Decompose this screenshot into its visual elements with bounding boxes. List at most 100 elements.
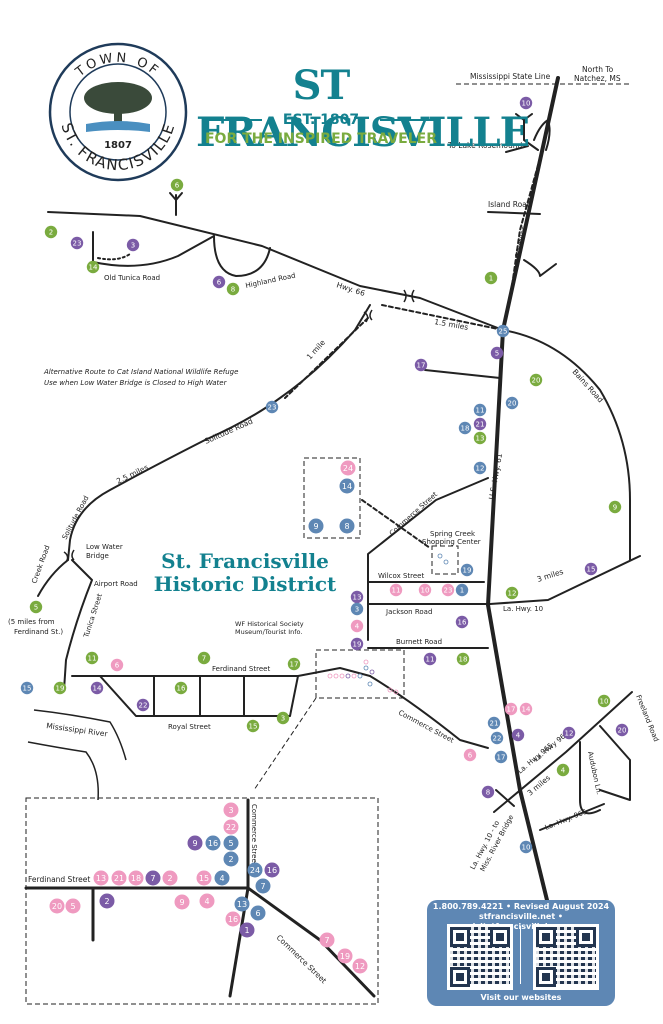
poi-marker-pink-5[interactable]: 5	[65, 898, 81, 914]
poi-marker-green-1[interactable]: 1	[484, 271, 498, 285]
poi-marker-blue-2[interactable]: 2	[223, 851, 239, 867]
poi-marker-green-5[interactable]: 5	[29, 600, 43, 614]
poi-marker-pink-11[interactable]: 11	[389, 583, 403, 597]
poi-marker-number: 4	[355, 623, 360, 631]
qr-code-icon-2[interactable]	[533, 924, 599, 990]
poi-marker-green-12[interactable]: 12	[505, 586, 519, 600]
poi-marker-pink-6[interactable]: 6	[110, 658, 124, 672]
poi-marker-green-7[interactable]: 7	[197, 651, 211, 665]
poi-marker-dot	[584, 562, 598, 576]
poi-marker-green-6[interactable]: 6	[170, 178, 184, 192]
poi-marker-purple-7[interactable]: 7	[145, 870, 161, 886]
tunica-street	[63, 559, 93, 691]
poi-marker-purple-2[interactable]: 2	[99, 893, 115, 909]
poi-marker-purple-12[interactable]: 12	[562, 726, 576, 740]
poi-marker-blue-21[interactable]: 21	[487, 716, 501, 730]
poi-marker-purple-14[interactable]: 14	[90, 681, 104, 695]
poi-marker-blue-19[interactable]: 19	[460, 563, 474, 577]
poi-marker-green-15[interactable]: 15	[246, 719, 260, 733]
poi-marker-blue-24[interactable]: 24	[247, 862, 263, 878]
poi-marker-green-9[interactable]: 9	[608, 500, 622, 514]
poi-marker-pink-2[interactable]: 2	[162, 870, 178, 886]
poi-marker-pink-16[interactable]: 16	[225, 911, 241, 927]
poi-marker-pink-13[interactable]: 13	[93, 870, 109, 886]
poi-marker-purple-4[interactable]: 4	[511, 728, 525, 742]
poi-marker-purple-1[interactable]: 1	[239, 922, 255, 938]
poi-marker-purple-11[interactable]: 11	[423, 652, 437, 666]
poi-marker-pink-6[interactable]: 6	[463, 748, 477, 762]
poi-marker-blue-14[interactable]: 14	[339, 478, 355, 494]
poi-marker-green-10[interactable]: 10	[597, 694, 611, 708]
poi-marker-green-14[interactable]: 14	[86, 260, 100, 274]
poi-marker-blue-9[interactable]: 9	[308, 518, 324, 534]
poi-marker-purple-10[interactable]: 10	[519, 96, 533, 110]
poi-marker-pink-22[interactable]: 22	[223, 819, 239, 835]
poi-marker-pink-20[interactable]: 20	[49, 898, 65, 914]
poi-marker-pink-7[interactable]: 7	[319, 932, 335, 948]
poi-marker-purple-19[interactable]: 19	[350, 637, 364, 651]
poi-marker-dot	[197, 651, 211, 665]
poi-marker-blue-4[interactable]: 4	[214, 870, 230, 886]
poi-marker-purple-5[interactable]: 5	[490, 346, 504, 360]
poi-marker-blue-15[interactable]: 15	[20, 681, 34, 695]
poi-marker-green-11[interactable]: 11	[85, 651, 99, 665]
poi-marker-pink-24[interactable]: 24	[340, 460, 356, 476]
poi-marker-purple-20[interactable]: 20	[615, 723, 629, 737]
poi-marker-pink-23[interactable]: 23	[441, 583, 455, 597]
poi-marker-blue-3[interactable]: 3	[350, 602, 364, 616]
poi-marker-green-20[interactable]: 20	[529, 373, 543, 387]
poi-marker-green-16[interactable]: 16	[174, 681, 188, 695]
poi-marker-green-13[interactable]: 13	[473, 431, 487, 445]
poi-marker-green-8[interactable]: 8	[226, 282, 240, 296]
poi-marker-pink-17[interactable]: 17	[504, 702, 518, 716]
poi-marker-blue-25[interactable]: 25	[496, 324, 510, 338]
poi-marker-blue-5[interactable]: 5	[223, 835, 239, 851]
poi-marker-purple-3[interactable]: 3	[126, 238, 140, 252]
poi-marker-blue-1[interactable]: 1	[455, 583, 469, 597]
poi-marker-number: 21	[114, 874, 124, 883]
poi-marker-purple-9[interactable]: 9	[187, 835, 203, 851]
poi-marker-blue-22[interactable]: 22	[490, 731, 504, 745]
poi-marker-purple-16[interactable]: 16	[264, 862, 280, 878]
poi-marker-green-4[interactable]: 4	[556, 763, 570, 777]
poi-marker-purple-17[interactable]: 17	[414, 358, 428, 372]
poi-marker-blue-13[interactable]: 13	[234, 896, 250, 912]
poi-marker-blue-11[interactable]: 11	[473, 403, 487, 417]
poi-marker-pink-21[interactable]: 21	[111, 870, 127, 886]
poi-marker-green-17[interactable]: 17	[287, 657, 301, 671]
poi-marker-pink-18[interactable]: 18	[128, 870, 144, 886]
poi-marker-pink-10[interactable]: 10	[418, 583, 432, 597]
poi-marker-pink-4[interactable]: 4	[350, 619, 364, 633]
qr-code-icon[interactable]	[447, 924, 513, 990]
poi-marker-pink-4[interactable]: 4	[199, 893, 215, 909]
poi-marker-purple-8[interactable]: 8	[481, 785, 495, 799]
poi-marker-purple-16[interactable]: 16	[455, 615, 469, 629]
poi-marker-green-3[interactable]: 3	[276, 711, 290, 725]
poi-marker-pink-12[interactable]: 12	[352, 958, 368, 974]
poi-marker-purple-22[interactable]: 22	[136, 698, 150, 712]
poi-marker-pink-15[interactable]: 15	[196, 870, 212, 886]
poi-marker-blue-16[interactable]: 16	[205, 835, 221, 851]
poi-marker-green-19[interactable]: 19	[53, 681, 67, 695]
poi-marker-purple-21[interactable]: 21	[473, 417, 487, 431]
poi-marker-blue-8[interactable]: 8	[339, 518, 355, 534]
poi-marker-blue-17[interactable]: 17	[494, 750, 508, 764]
poi-marker-blue-23[interactable]: 23	[265, 400, 279, 414]
poi-marker-purple-13[interactable]: 13	[350, 590, 364, 604]
poi-marker-green-18[interactable]: 18	[456, 652, 470, 666]
poi-marker-blue-20[interactable]: 20	[505, 396, 519, 410]
poi-marker-purple-6[interactable]: 6	[212, 275, 226, 289]
poi-marker-pink-3[interactable]: 3	[223, 802, 239, 818]
poi-marker-blue-10[interactable]: 10	[519, 840, 533, 854]
poi-marker-blue-12[interactable]: 12	[473, 461, 487, 475]
poi-marker-pink-14[interactable]: 14	[519, 702, 533, 716]
poi-marker-blue-7[interactable]: 7	[255, 878, 271, 894]
poi-marker-green-2[interactable]: 2	[44, 225, 58, 239]
poi-marker-blue-18[interactable]: 18	[458, 421, 472, 435]
poi-marker-purple-15[interactable]: 15	[584, 562, 598, 576]
poi-marker-pink-9[interactable]: 9	[174, 894, 190, 910]
poi-marker-pink-19[interactable]: 19	[337, 948, 353, 964]
poi-marker-purple-23[interactable]: 23	[70, 236, 84, 250]
poi-marker-dot	[70, 236, 84, 250]
poi-marker-blue-6[interactable]: 6	[250, 905, 266, 921]
